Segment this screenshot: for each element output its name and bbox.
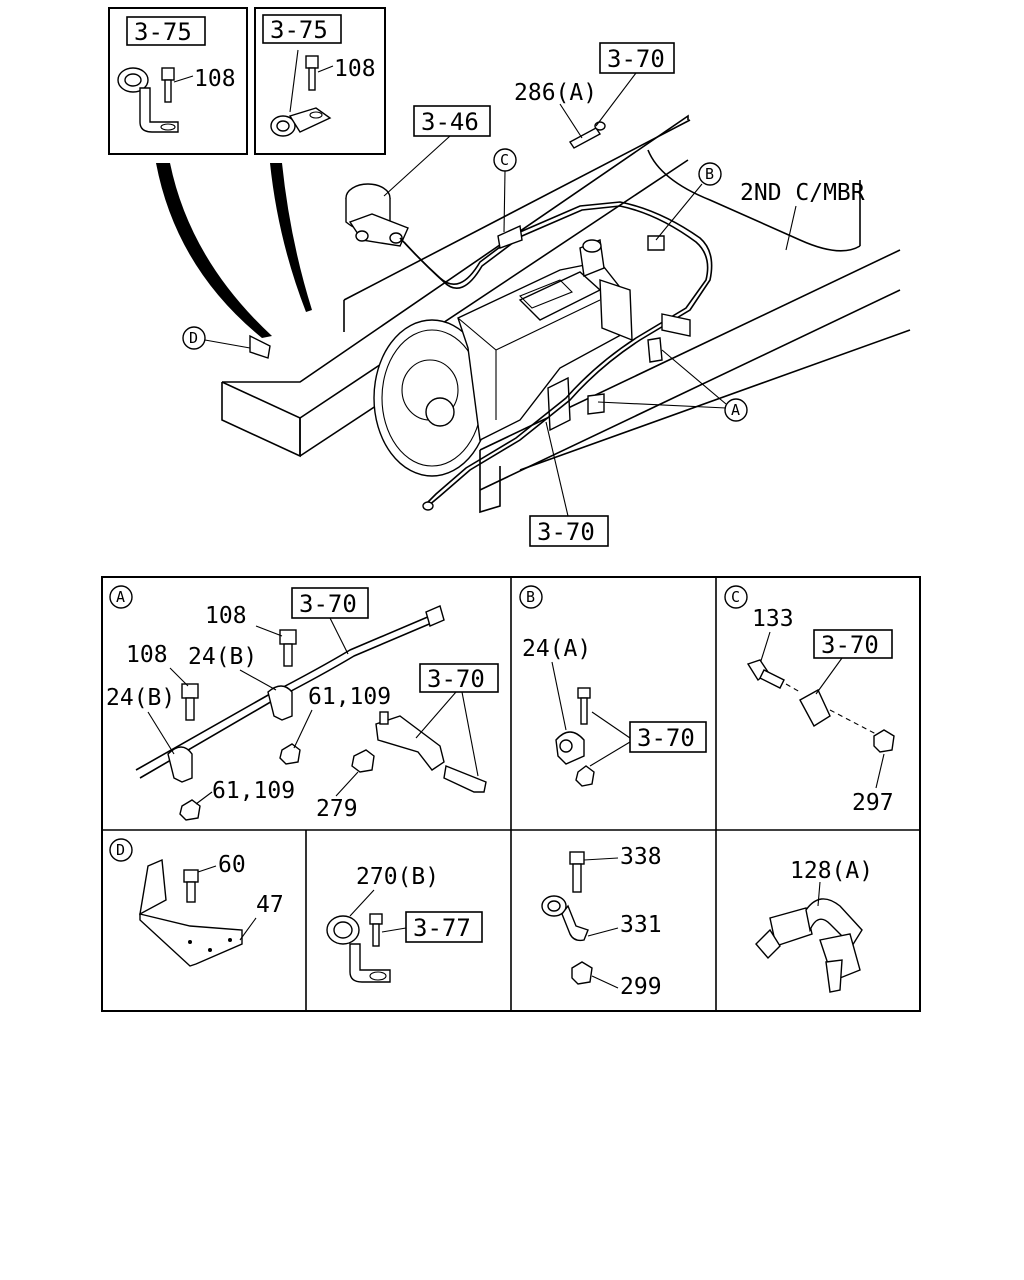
detail-338-part-338: 338 — [620, 844, 662, 870]
detail-338-part-331: 331 — [620, 912, 662, 938]
ref-box-c — [813, 629, 893, 659]
detail-d-letter: D — [116, 841, 125, 859]
part-108-left: 108 — [194, 66, 236, 92]
ref-3-70-top: 3-70 — [607, 45, 665, 73]
detail-128a-part: 128(A) — [790, 858, 873, 884]
label-286a: 286(A) — [514, 80, 597, 106]
ref-box-3-77 — [405, 911, 483, 943]
detail-a-letter: A — [116, 588, 125, 606]
callout-b: B — [655, 162, 722, 241]
detail-270b-part: 270(B) — [356, 864, 439, 890]
detail-c-ref: 3-70 — [821, 631, 879, 659]
callout-a-letter: A — [731, 401, 740, 419]
detail-a-part-24b-lower: 24(B) — [106, 685, 175, 711]
detail-d: D 60 47 — [109, 838, 284, 967]
detail-338: 338 331 299 — [541, 844, 662, 1000]
detail-c-letter: C — [731, 588, 740, 606]
transmission — [373, 239, 633, 477]
leader-wedge-right — [270, 163, 312, 312]
ref-box-3-46 — [413, 105, 491, 137]
detail-270b-ref: 3-77 — [413, 914, 471, 942]
detail-a-part-61-109-upper: 61,109 — [308, 684, 391, 710]
detail-b-ref: 3-70 — [637, 724, 695, 752]
detail-b-part-24a: 24(A) — [522, 636, 591, 662]
detail-a-part-279: 279 — [316, 796, 358, 822]
bolt-icon — [161, 67, 175, 103]
callout-d: D — [182, 326, 251, 350]
detail-a-part-24b-upper: 24(B) — [188, 644, 257, 670]
detail-128a: 128(A) — [755, 858, 873, 993]
second-crossmember — [647, 149, 861, 252]
callout-c: C — [493, 148, 517, 233]
ref-3-75-right: 3-75 — [270, 16, 328, 44]
label-2nd-cmbr: 2ND C/MBR — [740, 180, 865, 206]
detail-a-part-61-109-lower: 61,109 — [212, 778, 295, 804]
inset-left: 3-75 108 — [108, 7, 248, 155]
ref-box-3-70-top — [599, 42, 675, 74]
detail-b: B 24(A) 3-70 — [519, 585, 707, 787]
callout-a: A — [597, 349, 748, 422]
ref-3-75-left: 3-75 — [134, 18, 192, 46]
callout-b-letter: B — [705, 165, 714, 183]
ref-box-a-bracket — [419, 663, 499, 693]
detail-d-part-60: 60 — [218, 852, 246, 878]
detail-270b: 270(B) 3-77 — [326, 864, 483, 983]
ref-box-3-75-right — [262, 14, 342, 44]
detail-grid — [101, 576, 921, 1012]
detail-c-part-133: 133 — [752, 606, 794, 632]
leader-wedge-left — [156, 163, 272, 338]
callout-c-letter: C — [500, 151, 509, 169]
frame-rail — [221, 114, 911, 514]
clamp-icon — [117, 67, 179, 133]
air-tank — [345, 183, 409, 247]
ref-3-70-bottom: 3-70 — [537, 518, 595, 546]
detail-a-ref-bracket: 3-70 — [427, 665, 485, 693]
ref-box-a-cable — [291, 587, 369, 619]
cable-routing — [249, 121, 713, 511]
ref-box-b — [629, 721, 707, 753]
detail-a-part-108-upper: 108 — [205, 603, 247, 629]
ref-3-46: 3-46 — [421, 108, 479, 136]
detail-c: C 133 3-70 297 — [724, 585, 895, 816]
detail-a-ref-cable: 3-70 — [299, 590, 357, 618]
detail-b-letter: B — [526, 588, 535, 606]
ref-box-3-75-left — [126, 16, 206, 46]
clamp-icon — [270, 107, 332, 137]
detail-338-part-299: 299 — [620, 974, 662, 1000]
callout-d-letter: D — [189, 329, 198, 347]
detail-d-part-47: 47 — [256, 892, 284, 918]
detail-a-part-108-lower: 108 — [126, 642, 168, 668]
inset-right: 3-75 108 — [254, 7, 386, 155]
part-108-right: 108 — [334, 56, 376, 82]
detail-a: A 3-70 3-70 108 108 24(B) 24(B) 61,109 — [106, 585, 499, 822]
bolt-icon — [305, 55, 319, 91]
detail-c-part-297: 297 — [852, 790, 894, 816]
ref-box-3-70-bottom — [529, 515, 609, 547]
